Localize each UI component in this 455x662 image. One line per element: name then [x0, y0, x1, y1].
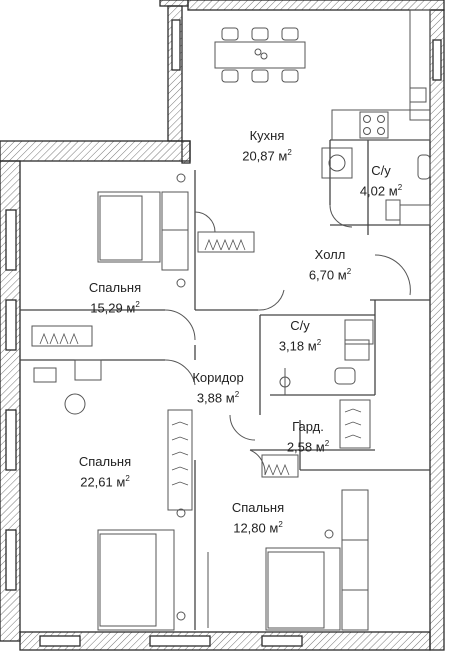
- room-name: Гард.: [292, 419, 324, 434]
- room-label-bathroom-1: С/у 4,02 м2: [346, 162, 416, 199]
- room-name: С/у: [290, 318, 310, 333]
- room-area: 15,29 м2: [90, 300, 140, 316]
- room-label-corridor: Коридор 3,88 м2: [178, 369, 258, 406]
- hanger-icons: [39, 238, 362, 486]
- room-label-kitchen: Кухня 20,87 м2: [222, 127, 312, 164]
- room-name: Кухня: [249, 128, 285, 143]
- room-name: С/у: [371, 163, 391, 178]
- room-area: 4,02 м2: [359, 183, 403, 199]
- room-area: 20,87 м2: [242, 148, 292, 164]
- room-name: Коридор: [192, 370, 244, 385]
- room-name: Спальня: [78, 454, 132, 469]
- room-name: Спальня: [88, 280, 142, 295]
- room-label-bathroom-2: С/у 3,18 м2: [265, 317, 335, 354]
- room-name: Холл: [314, 247, 346, 262]
- room-area: 3,88 м2: [196, 390, 240, 406]
- room-label-bedroom-3: Спальня 12,80 м2: [208, 499, 308, 536]
- exterior-walls: [0, 0, 445, 651]
- furniture: [31, 9, 431, 631]
- room-label-bedroom-2: Спальня 22,61 м2: [55, 453, 155, 490]
- room-area: 6,70 м2: [308, 267, 352, 283]
- room-area: 2,58 м2: [286, 439, 330, 455]
- room-label-hall: Холл 6,70 м2: [290, 246, 370, 283]
- room-area: 3,18 м2: [278, 338, 322, 354]
- room-label-wardrobe: Гард. 2,58 м2: [272, 418, 344, 455]
- room-name: Спальня: [231, 500, 285, 515]
- room-area: 22,61 м2: [80, 474, 130, 490]
- room-area: 12,80 м2: [233, 520, 283, 536]
- room-label-bedroom-1: Спальня 15,29 м2: [65, 279, 165, 316]
